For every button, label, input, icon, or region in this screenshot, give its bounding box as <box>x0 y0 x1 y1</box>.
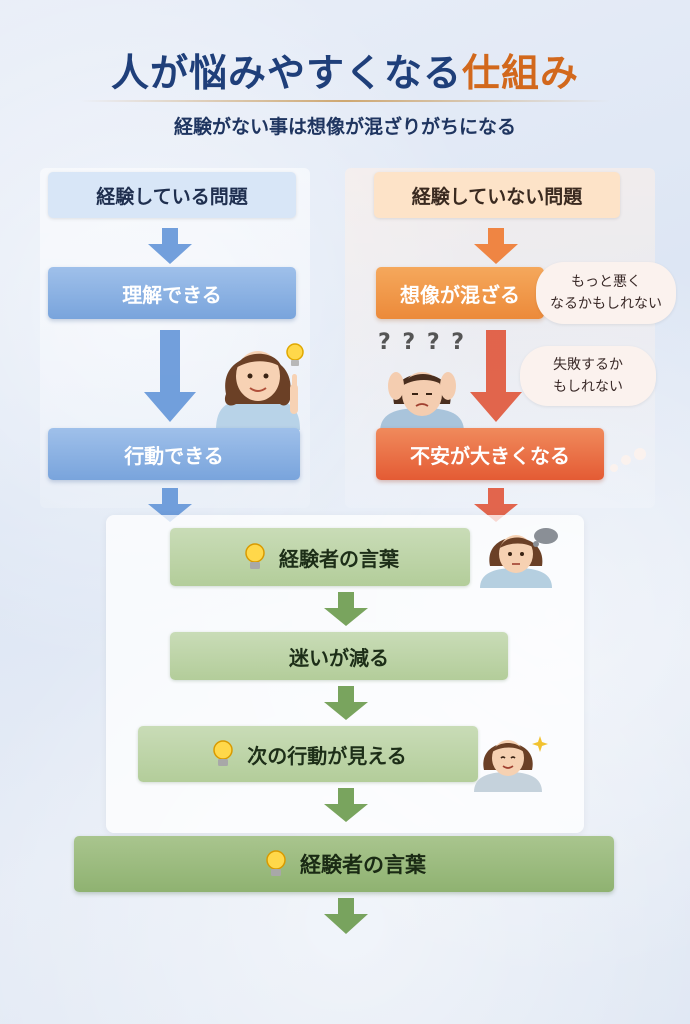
bubble-line: もしれない <box>553 379 623 395</box>
merge-step-less-confusion: 迷いが減る <box>170 632 508 680</box>
merge-step-next-action: 次の行動が見える <box>138 726 478 782</box>
arrow-down-icon <box>324 898 368 934</box>
bubble-trail-dots <box>610 448 646 472</box>
bubble-line: もっと悪く <box>571 274 641 290</box>
lightbulb-icon <box>245 543 265 569</box>
bubble-line: なるかもしれない <box>550 296 662 312</box>
right-header: 経験していない問題 <box>374 172 620 218</box>
thought-bubble-fail: 失敗するか もしれない <box>520 346 656 406</box>
merge-step-label: 経験者の言葉 <box>279 546 399 571</box>
arrow-down-icon <box>148 488 192 522</box>
question-marks: ? ? ? ? <box>378 330 467 355</box>
merge-step-label: 次の行動が見える <box>247 743 407 768</box>
thought-bubble-worse: もっと悪く なるかもしれない <box>536 262 676 324</box>
arrow-down-icon <box>474 488 518 522</box>
left-header: 経験している問題 <box>48 172 296 218</box>
final-step-words: 経験者の言葉 <box>74 836 614 892</box>
title-part-2: 仕組み <box>462 51 580 95</box>
arrow-down-icon <box>324 788 368 822</box>
page-subtitle: 経験がない事は想像が混ざりがちになる <box>173 116 516 138</box>
woman-smiling-figure <box>474 736 548 792</box>
arrow-down-icon <box>324 686 368 720</box>
woman-worried-figure <box>380 372 464 432</box>
lightbulb-icon <box>266 850 286 876</box>
woman-pointing-figure <box>216 351 300 430</box>
woman-thinking-figure <box>480 528 558 588</box>
merge-step-words: 経験者の言葉 <box>170 528 470 586</box>
title-part-1: 人が悩みやすくなる <box>110 51 462 95</box>
right-step-anxiety: 不安が大きくなる <box>376 428 604 480</box>
left-step-act: 行動できる <box>48 428 300 480</box>
arrow-down-icon <box>324 592 368 626</box>
arrow-down-icon <box>474 228 518 264</box>
page-title: 人が悩みやすくなる仕組み <box>0 42 690 97</box>
left-step-understand: 理解できる <box>48 267 296 319</box>
lightbulb-icon <box>286 343 304 366</box>
arrow-down-icon <box>148 228 192 264</box>
right-step-imagination: 想像が混ざる <box>376 267 544 319</box>
arrow-down-long-icon <box>144 330 196 422</box>
lightbulb-icon <box>213 740 234 766</box>
title-divider <box>80 100 610 102</box>
final-step-label: 経験者の言葉 <box>300 853 426 877</box>
bubble-line: 失敗するか <box>553 357 623 373</box>
arrow-down-long-icon <box>470 330 522 422</box>
